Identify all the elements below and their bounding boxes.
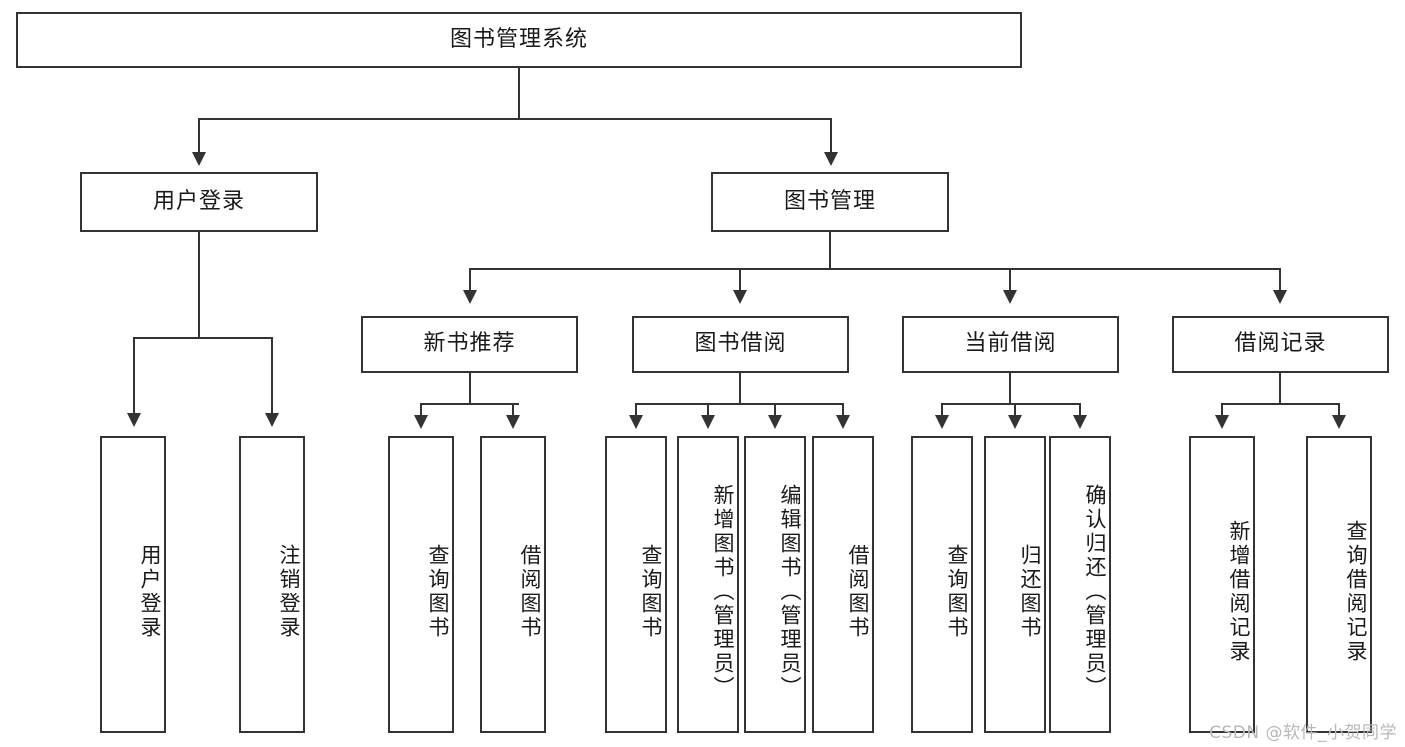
- connector-bb-to-leaf-3: [774, 403, 776, 417]
- connector-book-management-bar: [469, 268, 1280, 270]
- node-book-management-label: 图书管理: [783, 188, 876, 214]
- leaf-query-book-borrow-label: 查询图书: [639, 543, 663, 640]
- arrow-user-login-to-leaf-2: [265, 413, 279, 427]
- arrow-cb-to-leaf-3: [1073, 415, 1087, 429]
- node-book-borrow-label: 图书借阅: [694, 331, 787, 357]
- connector-nb-to-leaf-1: [420, 403, 422, 417]
- arrow-br-to-leaf-1: [1215, 415, 1229, 429]
- leaf-return-book[interactable]: 归还图书: [984, 436, 1046, 733]
- leaf-logout[interactable]: 注销登录: [239, 436, 305, 733]
- node-current-borrow-label: 当前借阅: [964, 331, 1057, 357]
- arrow-bm-to-records: [1273, 290, 1287, 304]
- arrow-bm-to-borrow: [733, 290, 747, 304]
- leaf-borrow-book[interactable]: 借阅图书: [812, 436, 874, 733]
- leaf-query-book-recommend[interactable]: 查询图书: [388, 436, 454, 733]
- leaf-add-book-admin-label: 新增图书（管理员）: [711, 483, 735, 700]
- connector-user-login-to-leaf-2: [271, 337, 273, 415]
- arrow-bb-to-leaf-4: [836, 415, 850, 429]
- node-book-management[interactable]: 图书管理: [711, 172, 949, 232]
- connector-bm-to-new-book: [469, 268, 471, 292]
- connector-user-login-to-leaf-1: [133, 337, 135, 415]
- arrow-bm-to-current: [1003, 290, 1017, 304]
- leaf-query-book-recommend-label: 查询图书: [426, 543, 450, 640]
- leaf-user-login[interactable]: 用户登录: [100, 436, 166, 733]
- leaf-user-login-label: 用户登录: [138, 543, 162, 640]
- connector-user-login-bar: [133, 337, 272, 339]
- node-root-label: 图书管理系统: [449, 26, 588, 52]
- node-user-login[interactable]: 用户登录: [80, 172, 318, 232]
- arrow-nb-to-leaf-2: [506, 415, 520, 429]
- connector-root-to-user-login: [198, 118, 200, 154]
- connector-cb-to-leaf-2: [1014, 403, 1016, 417]
- node-book-borrow[interactable]: 图书借阅: [632, 316, 849, 373]
- leaf-edit-book-admin[interactable]: 编辑图书（管理员）: [744, 436, 806, 733]
- connector-bb-to-leaf-2: [707, 403, 709, 417]
- arrow-br-to-leaf-2: [1332, 415, 1346, 429]
- node-current-borrow[interactable]: 当前借阅: [902, 316, 1119, 373]
- node-borrow-records[interactable]: 借阅记录: [1172, 316, 1389, 373]
- node-new-book-recommend[interactable]: 新书推荐: [361, 316, 578, 373]
- connector-book-borrow-trunk: [739, 373, 741, 405]
- arrow-root-to-user-login: [192, 152, 206, 166]
- arrow-user-login-to-leaf-1: [127, 413, 141, 427]
- node-borrow-records-label: 借阅记录: [1234, 331, 1327, 357]
- leaf-borrow-book-recommend[interactable]: 借阅图书: [480, 436, 546, 733]
- leaf-add-borrow-record[interactable]: 新增借阅记录: [1189, 436, 1255, 733]
- leaf-add-book-admin[interactable]: 新增图书（管理员）: [677, 436, 739, 733]
- leaf-query-borrow-record[interactable]: 查询借阅记录: [1306, 436, 1372, 733]
- arrow-cb-to-leaf-1: [935, 415, 949, 429]
- connector-bm-to-records: [1279, 268, 1281, 292]
- connector-borrow-records-trunk: [1279, 373, 1281, 405]
- connector-bb-to-leaf-4: [842, 403, 844, 417]
- connector-root-trunk: [518, 68, 520, 120]
- leaf-borrow-book-label: 借阅图书: [846, 543, 870, 640]
- arrow-bb-to-leaf-1: [629, 415, 643, 429]
- csdn-watermark: CSDN @软件_小贺同学: [1209, 723, 1397, 743]
- leaf-query-book-borrow[interactable]: 查询图书: [605, 436, 667, 733]
- node-new-book-recommend-label: 新书推荐: [423, 331, 516, 357]
- connector-cb-to-leaf-3: [1079, 403, 1081, 417]
- connector-bm-to-current: [1009, 268, 1011, 292]
- connector-nb-to-leaf-2: [512, 403, 514, 417]
- connector-cb-to-leaf-1: [941, 403, 943, 417]
- leaf-add-borrow-record-label: 新增借阅记录: [1227, 519, 1251, 664]
- connector-bb-to-leaf-1: [635, 403, 637, 417]
- connector-current-borrow-trunk: [1009, 373, 1011, 405]
- connector-bm-to-borrow: [739, 268, 741, 292]
- leaf-confirm-return-admin[interactable]: 确认归还（管理员）: [1049, 436, 1111, 733]
- connector-new-book-trunk: [469, 373, 471, 405]
- arrow-bb-to-leaf-2: [701, 415, 715, 429]
- node-user-login-label: 用户登录: [152, 188, 245, 214]
- leaf-logout-label: 注销登录: [277, 543, 301, 640]
- arrow-cb-to-leaf-2: [1008, 415, 1022, 429]
- leaf-confirm-return-admin-label: 确认归还（管理员）: [1083, 483, 1107, 700]
- connector-current-borrow-bar: [941, 403, 1079, 405]
- leaf-query-book-current-label: 查询图书: [945, 543, 969, 640]
- connector-new-book-bar: [420, 403, 519, 405]
- arrow-bm-to-new-book: [463, 290, 477, 304]
- leaf-edit-book-admin-label: 编辑图书（管理员）: [778, 483, 802, 700]
- connector-root-bar: [198, 118, 832, 120]
- arrow-root-to-book-manage: [824, 152, 838, 166]
- leaf-return-book-label: 归还图书: [1018, 543, 1042, 640]
- arrow-nb-to-leaf-1: [414, 415, 428, 429]
- connector-borrow-records-bar: [1221, 403, 1339, 405]
- leaf-borrow-book-recommend-label: 借阅图书: [518, 543, 542, 640]
- connector-root-to-book-manage: [830, 118, 832, 154]
- leaf-query-book-current[interactable]: 查询图书: [911, 436, 973, 733]
- connector-book-borrow-bar: [635, 403, 844, 405]
- connector-br-to-leaf-1: [1221, 403, 1223, 417]
- connector-user-login-trunk: [198, 232, 200, 337]
- connector-br-to-leaf-2: [1338, 403, 1340, 417]
- leaf-query-borrow-record-label: 查询借阅记录: [1344, 519, 1368, 664]
- connector-book-management-trunk: [829, 232, 831, 270]
- arrow-bb-to-leaf-3: [768, 415, 782, 429]
- node-root[interactable]: 图书管理系统: [16, 12, 1022, 68]
